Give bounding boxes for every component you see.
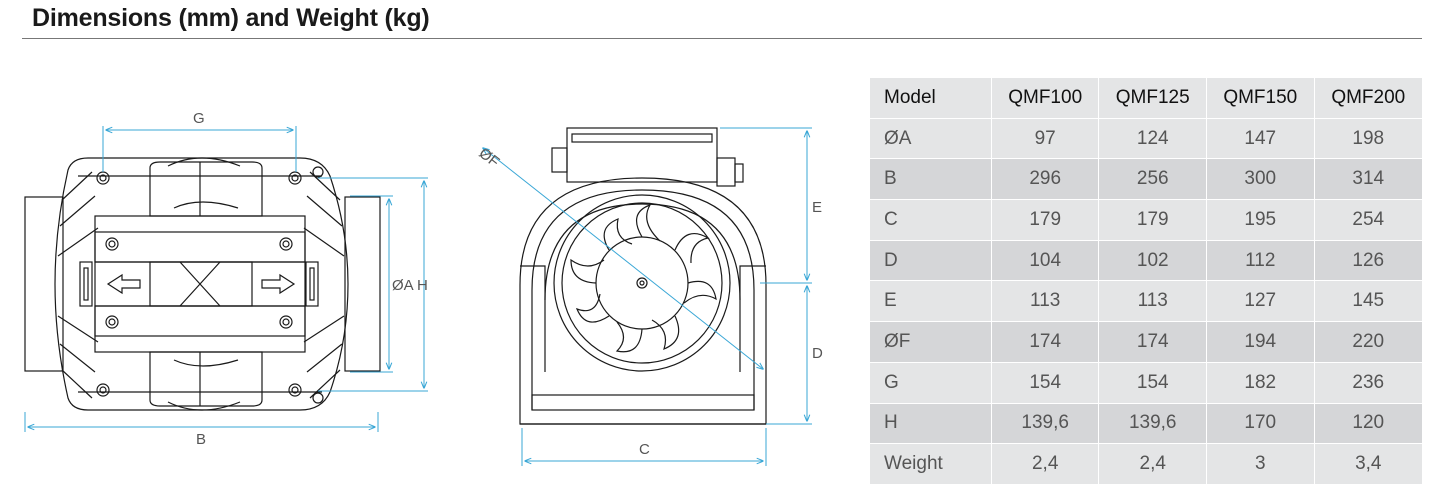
row-label: C [870,199,992,241]
table-cell: 154 [1098,362,1207,404]
table-cell: 120 [1314,403,1424,445]
table-cell: 102 [1098,240,1207,282]
top-view-drawing [24,157,381,411]
table-cell: 2,4 [1098,443,1207,485]
table-cell: 126 [1314,240,1424,282]
header-qmf125: QMF125 [1098,78,1207,119]
side-view-drawing [519,127,767,425]
header-model: Model [870,78,992,119]
table-cell: 113 [991,280,1100,323]
dimension-label-d: D [812,345,823,362]
table-cell: 145 [1314,280,1424,323]
table-cell: 220 [1314,321,1424,363]
table-row: D 104 102 112 126 [870,240,1424,282]
table-cell: 127 [1206,280,1315,323]
table-cell: 124 [1098,118,1207,160]
table-row: Weight 2,4 2,4 3 3,4 [870,443,1424,485]
row-label: ØF [870,321,992,363]
dimension-label-f: ØF [476,145,503,171]
table-cell: 112 [1206,240,1315,282]
table-cell: 97 [991,118,1100,160]
header-qmf100: QMF100 [991,78,1100,119]
table-cell: 236 [1314,362,1424,404]
table-header-row: Model QMF100 QMF125 QMF150 QMF200 [870,78,1424,119]
table-cell: 179 [991,199,1100,241]
table-cell: 154 [991,362,1100,404]
table-row: B 296 256 300 314 [870,158,1424,201]
row-label: B [870,158,992,201]
table-cell: 254 [1314,199,1424,241]
table-cell: 113 [1098,280,1207,323]
table-cell: 296 [991,158,1100,201]
table-cell: 300 [1206,158,1315,201]
table-row: ØF 174 174 194 220 [870,321,1424,363]
side-view-dimensions [483,127,812,466]
dimension-label-e: E [812,199,822,216]
dimension-label-g: G [193,110,205,127]
top-view-dimensions [24,126,428,432]
table-cell: 194 [1206,321,1315,363]
table-cell: 2,4 [991,443,1100,485]
dimensions-table: Model QMF100 QMF125 QMF150 QMF200 ØA 97 … [870,78,1424,485]
table-cell: 3 [1206,443,1315,485]
table-row: H 139,6 139,6 170 120 [870,403,1424,445]
table-cell: 104 [991,240,1100,282]
table-cell: 179 [1098,199,1207,241]
table-cell: 170 [1206,403,1315,445]
table-cell: 139,6 [1098,403,1207,445]
row-label: D [870,240,992,282]
screw-holes [96,166,324,404]
row-label: H [870,403,992,445]
row-label: E [870,280,992,323]
table-cell: 195 [1206,199,1315,241]
table-cell: 174 [1098,321,1207,363]
table-cell: 314 [1314,158,1424,201]
dimension-label-a-h: ØA H [392,277,428,294]
table-cell: 139,6 [991,403,1100,445]
table-row: C 179 179 195 254 [870,199,1424,241]
header-qmf150: QMF150 [1206,78,1315,119]
table-row: G 154 154 182 236 [870,362,1424,404]
page-title: Dimensions (mm) and Weight (kg) [32,4,430,32]
row-label: Weight [870,443,992,485]
table-row: ØA 97 124 147 198 [870,118,1424,160]
technical-drawings: G B ØA H [24,110,823,466]
table-cell: 256 [1098,158,1207,201]
header-qmf200: QMF200 [1314,78,1424,119]
table-cell: 174 [991,321,1100,363]
dimension-label-c: C [639,441,650,458]
title-underline [22,38,1422,39]
table-row: E 113 113 127 145 [870,280,1424,323]
table-cell: 147 [1206,118,1315,160]
table-cell: 198 [1314,118,1424,160]
row-label: ØA [870,118,992,160]
dimension-label-b: B [196,431,206,448]
row-label: G [870,362,992,404]
table-cell: 3,4 [1314,443,1424,485]
table-cell: 182 [1206,362,1315,404]
